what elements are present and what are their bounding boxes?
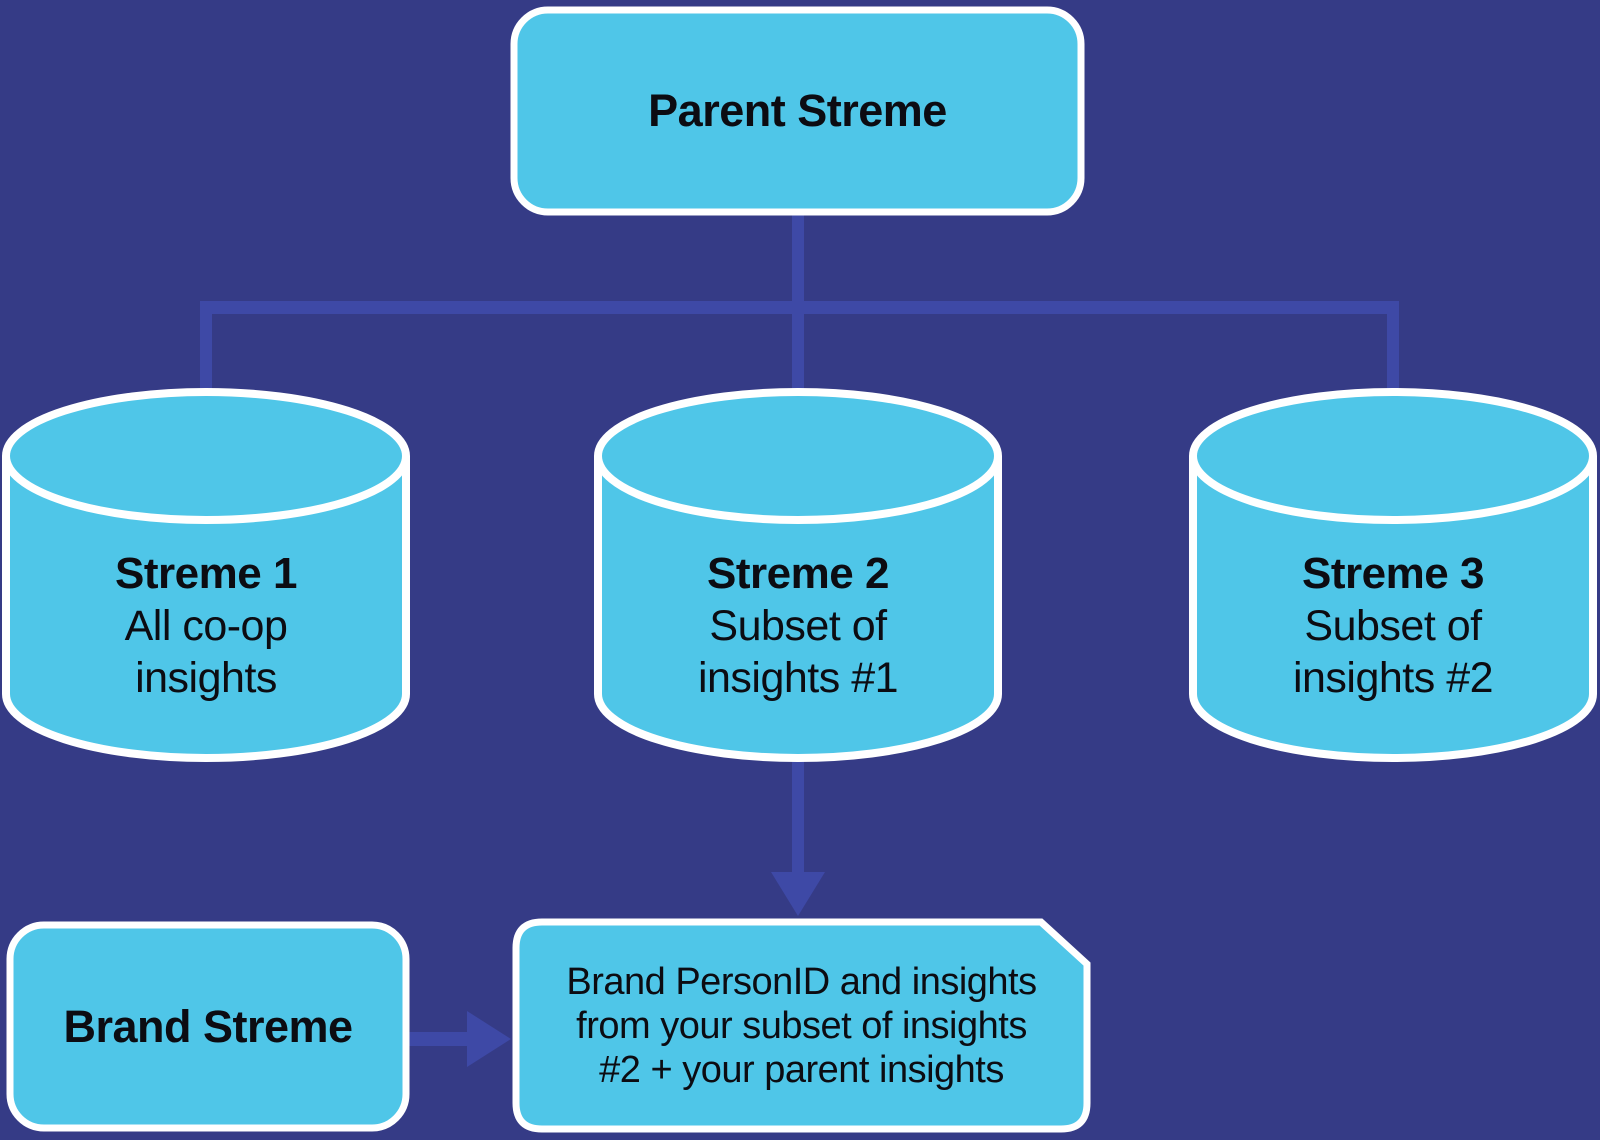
streme1-subtitle-line2: insights [135, 654, 277, 702]
note-line1: Brand PersonID and insights [566, 960, 1037, 1003]
connector-streme2-to-note [771, 752, 825, 916]
streme1-cylinder [1, 388, 410, 762]
parent-streme-node [510, 6, 1085, 216]
arrowhead-right-icon [467, 1011, 511, 1067]
connector-drop-right [1387, 301, 1399, 415]
streme2-title: Streme 2 [707, 549, 889, 598]
parent-streme-label: Parent Streme [648, 85, 947, 136]
streme3-subtitle-line1: Subset of [1304, 602, 1482, 650]
streme3-title: Streme 3 [1302, 549, 1484, 598]
brand-streme-label: Brand Streme [63, 1000, 353, 1052]
streme3-cylinder [1189, 388, 1597, 762]
arrowhead-to-note [771, 872, 825, 916]
streme2-cylinder [594, 388, 1002, 762]
streme3-cylinder-top [1189, 388, 1597, 524]
streme3-label: Streme 3 Subset of insights #2 [1193, 544, 1593, 708]
streme2-cylinder-top [594, 388, 1002, 524]
streme1-cylinder-body [1, 456, 410, 762]
streme3-subtitle-line2: insights #2 [1292, 654, 1494, 702]
note-node [512, 918, 1091, 1133]
streme2-subtitle-line1: Subset of [709, 602, 887, 650]
streme3-cylinder-body [1189, 456, 1597, 762]
connector-streme2-stem [792, 752, 804, 874]
connector-drop-left [200, 301, 212, 415]
brand-streme-node [6, 921, 410, 1132]
streme1-label: Streme 1 All co-op insights [6, 544, 406, 708]
connector-brand-to-note [407, 1011, 511, 1067]
connector-brand-stem [407, 1032, 469, 1046]
connector-drop-middle [792, 301, 804, 415]
connector-parent-stem [792, 208, 804, 308]
streme2-subtitle-line2: insights #1 [697, 654, 899, 702]
streme1-subtitle-line1: All co-op [124, 602, 288, 650]
note-label: Brand PersonID and insights from your su… [516, 922, 1087, 1129]
streme2-label: Streme 2 Subset of insights #1 [598, 544, 998, 708]
streme1-cylinder-top [2, 388, 410, 524]
note-line3: #2 + your parent insights [599, 1048, 1004, 1091]
streme1-title: Streme 1 [115, 549, 297, 598]
note-line2: from your subset of insights [576, 1004, 1027, 1047]
streme2-cylinder-body [594, 456, 1002, 762]
